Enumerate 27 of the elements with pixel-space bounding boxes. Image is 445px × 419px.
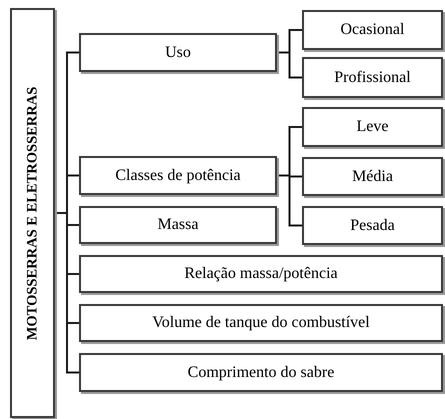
node-label: Pesada [350, 216, 395, 234]
node-label: Uso [165, 44, 191, 62]
node-label: Massa [158, 216, 198, 234]
connector-line [277, 52, 302, 78]
title-box [10, 8, 55, 418]
category-box [79, 156, 277, 195]
category-box [79, 255, 443, 293]
node-label: Média [352, 168, 393, 186]
category-box [79, 206, 277, 244]
category-box [79, 33, 277, 72]
category-box [79, 304, 443, 342]
node-label: Leve [356, 118, 388, 136]
node-label: MOTOSSERRAS E ELETROSSERRAS [24, 86, 41, 340]
node-label: Profissional [334, 68, 411, 86]
node-label: Comprimento do sabre [188, 364, 334, 382]
connector-line [277, 174, 302, 226]
category-box [302, 10, 443, 50]
node-label: Volume de tanque do combustível [152, 314, 370, 332]
category-box [302, 206, 443, 245]
category-box [302, 107, 443, 147]
category-box [302, 157, 443, 196]
node-label: Relação massa/potência [184, 265, 338, 283]
category-box [79, 353, 443, 392]
category-box [302, 57, 443, 98]
connector-line [55, 212, 79, 374]
node-label: Ocasional [340, 21, 404, 39]
node-label: Classes de potência [115, 166, 241, 184]
